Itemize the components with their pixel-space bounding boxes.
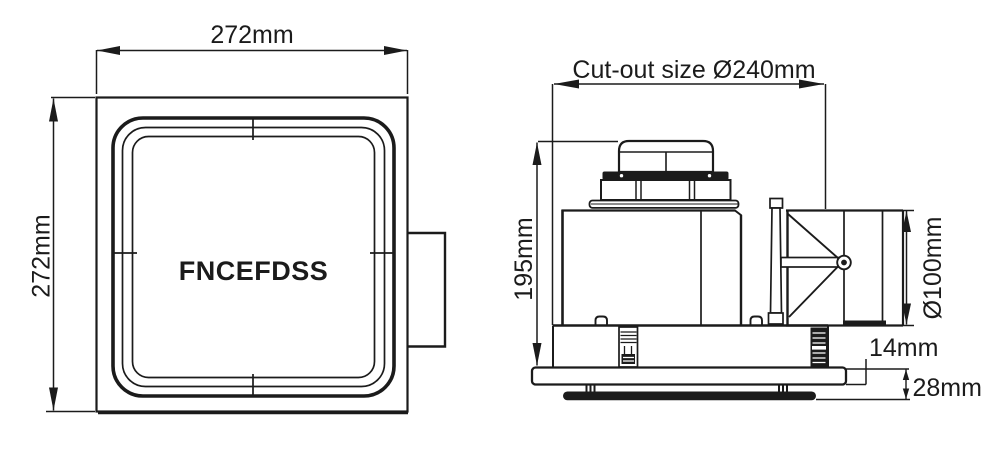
duct-ceiling-edge-band [843,320,886,327]
height-arrow-bottom [49,387,58,411]
side-height-dimension: 195mm [510,140,618,366]
flange-dimension: 14mm [846,334,938,386]
side-height-label: 195mm [510,217,538,300]
height-arrow-top [49,98,58,122]
spring-clip-left-coils [620,331,637,354]
damper-strut-foot [767,312,784,325]
fascia-alignment-ticks [114,119,393,395]
spring-clip-right-gap [812,346,826,350]
damper-strut-head [769,197,784,209]
front-width-label: 272mm [210,21,293,49]
fan-body-fill [562,210,741,326]
flange-thickness-label: 14mm [869,334,938,362]
motor-flange-bar [602,171,729,180]
cutout-dimension: Cut-out size Ø240mm [551,56,827,325]
motor-cap-detail-lines [620,151,712,172]
motor-tier-ribs [635,180,696,200]
protrusion-reference-lines [816,368,910,401]
front-width-dimension: 272mm [95,21,409,94]
mounting-hooks [594,315,763,326]
mounting-section [552,315,829,368]
front-height-label: 272mm [28,214,56,297]
damper-pivot-pin [841,259,847,266]
side-view: Cut-out size Ø240mm 195mm [510,56,982,402]
motor-flange-screw-left [619,174,624,178]
side-height-arrow-bottom [532,343,542,366]
cutout-label: Cut-out size Ø240mm [572,56,815,84]
width-arrow-left [97,46,120,55]
side-height-arrow-top [532,142,542,165]
spring-clip-left-foot [621,354,635,364]
model-label: FNCEFDSS [179,256,329,286]
mounting-box-side-edges [552,325,829,368]
protrusion-label: 28mm [913,374,982,402]
cutout-arrow-left [554,79,579,89]
front-height-dimension: 272mm [28,96,95,413]
flange-leader-line [846,359,867,386]
cutout-extension-lines [551,84,827,325]
damper-strut [769,207,783,314]
protrusion-arrow-top [902,369,910,380]
motor-flange-screw-right [707,174,712,178]
grille-standoffs [585,384,788,392]
motor-housing [588,139,740,209]
grille-panel [563,391,816,401]
damper-blade-lines [787,213,840,318]
motor-tier [600,179,732,201]
height-extension-lines [46,96,95,413]
protrusion-dimension: 28mm [816,368,982,402]
width-arrow-right [384,46,407,55]
front-view: 272mm 272mm FNCEFDSS [28,21,447,415]
protrusion-arrow-bottom [902,388,910,399]
duct-dimension: Ø100mm [902,211,947,325]
duct-arrow-top [902,211,911,232]
duct-spigot [767,197,914,327]
duct-arrow-bottom [902,303,911,325]
duct-tab-outline [407,231,447,348]
cutout-arrow-right [799,79,824,89]
fascia-outer-edge [111,116,396,398]
duct-diameter-label: Ø100mm [919,217,947,320]
spring-clip-left-foot-slits [623,356,634,362]
damper-arm [780,256,839,268]
duct-edge-extensions [903,209,914,327]
width-extension-lines [95,50,409,94]
ceiling-flange [530,366,848,386]
flange-and-grille [530,366,848,401]
fan-body [561,209,743,326]
fan-body-bevel [734,209,743,217]
spring-clip-right-slits [812,332,826,364]
